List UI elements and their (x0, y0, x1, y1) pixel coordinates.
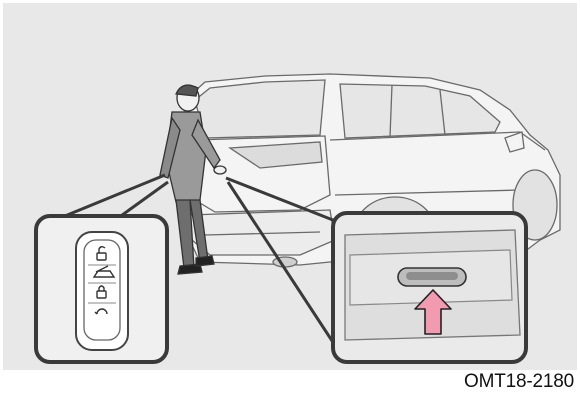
key-fob-callout (36, 216, 167, 362)
figure-code: OMT18-2180 (464, 371, 574, 393)
tailgate-switch-callout (333, 213, 526, 362)
